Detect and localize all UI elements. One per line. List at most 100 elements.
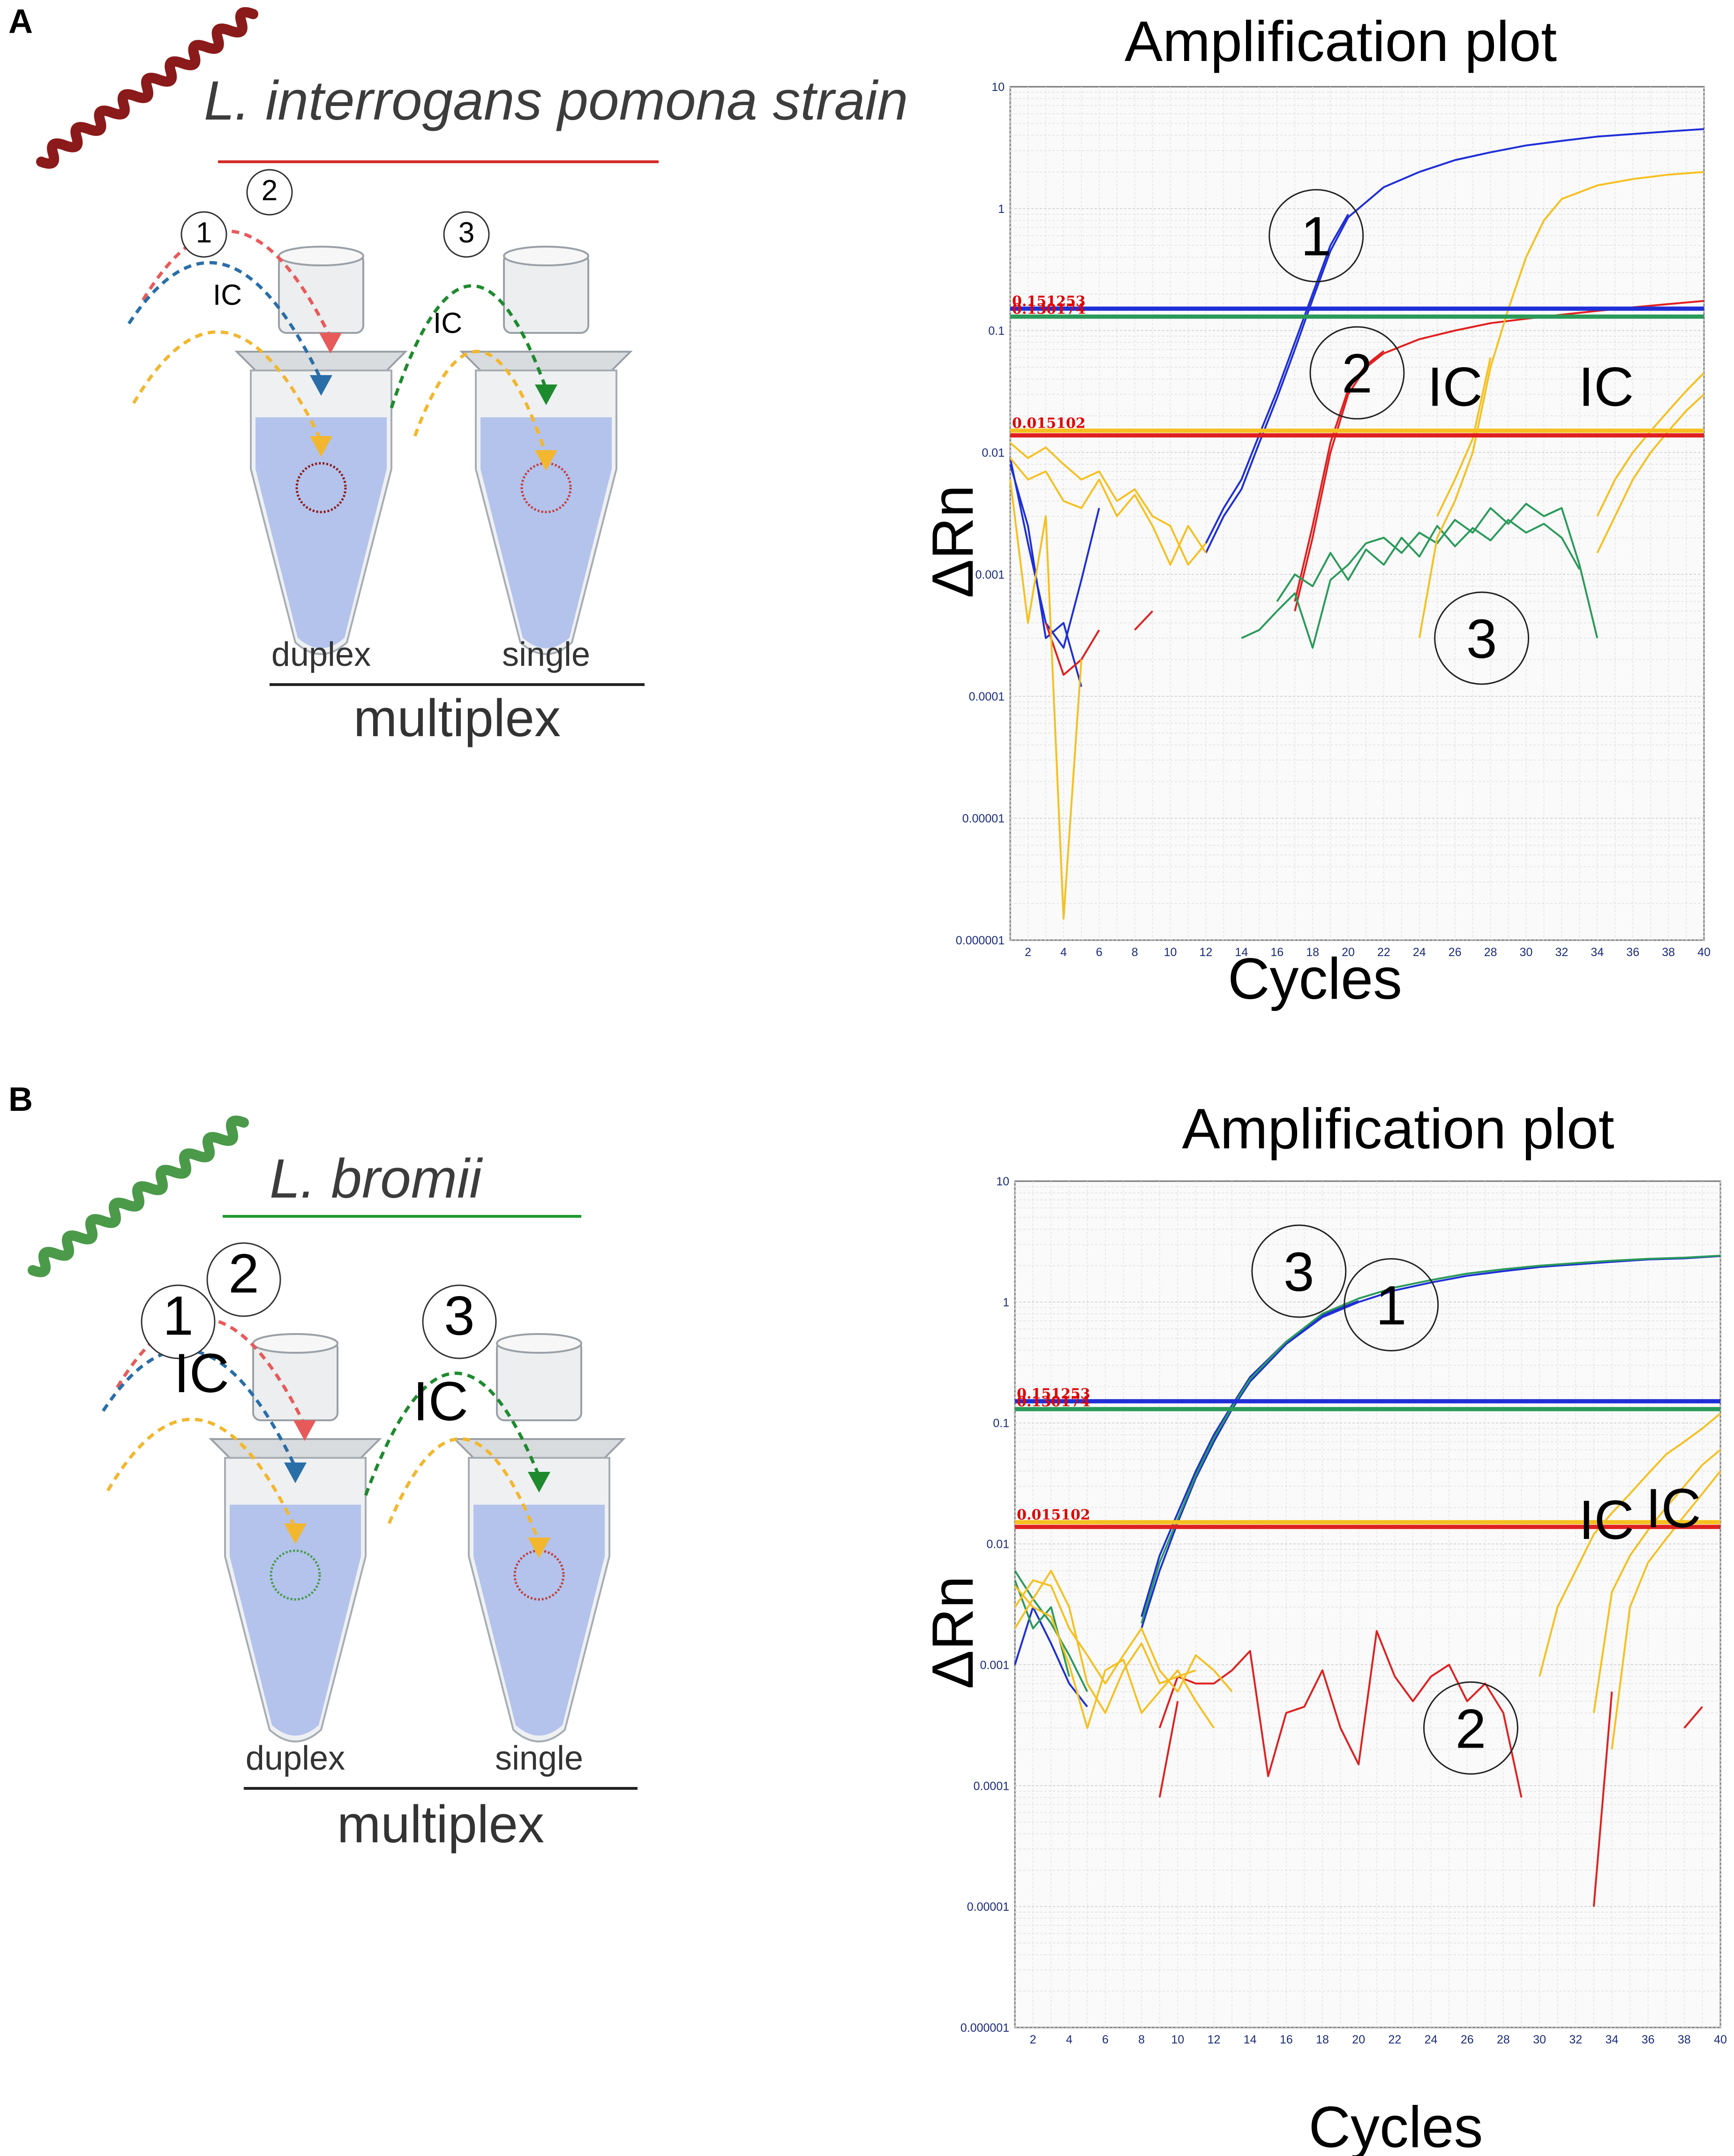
x-tick-label: 22 <box>1388 2033 1401 2046</box>
threshold-label: 0.130174 <box>1017 1394 1090 1410</box>
series-line <box>1592 1449 1721 1713</box>
dashed-arrow <box>132 330 323 442</box>
x-tick-label: 28 <box>1484 946 1497 959</box>
x-tick-label: 26 <box>1449 946 1462 959</box>
single-label: single <box>495 1740 583 1777</box>
y-tick-label: 0.000001 <box>961 2021 1009 2035</box>
single-tube-icon <box>452 1333 626 1742</box>
y-tick-label: 10 <box>991 81 1005 94</box>
arc-number: 3 <box>444 1285 475 1347</box>
arrowhead-icon <box>319 333 342 354</box>
series-line <box>1009 457 1207 566</box>
series-line <box>1539 1412 1721 1677</box>
spirochete-icon <box>36 7 258 169</box>
series-line <box>1205 128 1704 554</box>
x-tick-label: 14 <box>1235 946 1248 959</box>
arc-number: 1 <box>163 1285 194 1347</box>
x-tick-label: 30 <box>1520 946 1533 959</box>
duplex-label: duplex <box>246 1740 345 1777</box>
dna-plasmid-icon <box>270 1549 321 1601</box>
threshold-label: 0.151253 <box>1017 1386 1090 1402</box>
dna-plasmid-icon <box>295 462 347 513</box>
series-line <box>1683 1706 1703 1729</box>
x-tick-label: 38 <box>1678 2033 1691 2046</box>
arrowhead-icon <box>284 1462 307 1483</box>
series-line <box>1418 171 1704 639</box>
arc-ic-label: IC <box>213 279 242 311</box>
x-tick-label: 12 <box>1200 946 1213 959</box>
x-tick-label: 36 <box>1626 946 1639 959</box>
x-tick-label: 10 <box>1164 946 1177 959</box>
x-tick-label: 40 <box>1697 946 1711 959</box>
threshold-label: 0.151253 <box>1012 293 1086 309</box>
organism-name: L. interrogans pomona strain <box>204 70 908 132</box>
arc-number: 3 <box>458 217 474 249</box>
x-tick-label: 2 <box>1030 2033 1036 2046</box>
callout-label: 1 <box>1376 1275 1407 1337</box>
y-tick-label: 0.00001 <box>967 1900 1009 1914</box>
series-line <box>1592 1691 1613 1907</box>
callout-label: 2 <box>1456 1698 1486 1760</box>
series-line <box>1158 1701 1179 1798</box>
callout-circle <box>1251 1224 1347 1318</box>
tube-cap-rim <box>252 1333 338 1354</box>
x-tick-label: 32 <box>1569 2033 1582 2046</box>
dna-plasmid-icon <box>520 462 572 513</box>
callout-circle <box>1423 1681 1518 1775</box>
organism-name: L. bromii <box>270 1148 483 1210</box>
dashed-arrow <box>142 229 332 339</box>
x-axis-label: Cycles <box>1308 2095 1483 2156</box>
y-axis-label: ΔRn <box>921 1576 985 1689</box>
series-line <box>1611 1470 1721 1749</box>
y-tick-label: 10 <box>996 1175 1009 1188</box>
tube-liquid <box>230 1505 361 1736</box>
callout-label: IC <box>1646 1478 1701 1539</box>
callout-label: 3 <box>1284 1241 1314 1303</box>
arc-ic-label: IC <box>174 1342 229 1404</box>
series-line <box>1014 1606 1088 1708</box>
panel-letter: B <box>8 1081 33 1118</box>
plot-area <box>1009 86 1705 941</box>
x-tick-label: 10 <box>1171 2033 1184 2046</box>
single-label: single <box>502 636 590 673</box>
x-tick-label: 4 <box>1060 946 1067 959</box>
dna-plasmid-icon <box>513 1549 565 1601</box>
x-tick-label: 20 <box>1342 946 1355 959</box>
number-circle <box>206 1242 281 1317</box>
dashed-arrow <box>413 350 548 456</box>
y-tick-label: 0.01 <box>986 1538 1009 1551</box>
series-line <box>1014 1569 1196 1714</box>
duplex-label: duplex <box>271 636 371 673</box>
callout-label: IC <box>1579 1489 1634 1551</box>
series-line <box>1134 610 1154 631</box>
tube-cap-rim <box>278 246 364 266</box>
threshold-label: 0.015102 <box>1017 1507 1090 1523</box>
series-line <box>1009 442 1207 566</box>
y-tick-label: 0.1 <box>993 1417 1009 1430</box>
x-tick-label: 28 <box>1497 2033 1510 2046</box>
callout-label: 3 <box>1466 608 1497 670</box>
x-tick-label: 36 <box>1642 2033 1655 2046</box>
plot-area <box>1014 1180 1721 2028</box>
y-tick-label: 0.001 <box>975 568 1005 581</box>
spirochete-icon <box>28 1116 249 1277</box>
callout-circle <box>1344 1258 1439 1352</box>
panel-letter: A <box>8 3 33 40</box>
series-line <box>1205 213 1349 544</box>
x-tick-label: 8 <box>1138 2033 1145 2046</box>
x-tick-label: 16 <box>1270 946 1284 959</box>
x-tick-label: 24 <box>1413 946 1426 959</box>
callout-label: 1 <box>1301 206 1332 268</box>
tube-cap-rim <box>503 246 589 266</box>
arrowhead-icon <box>528 1538 550 1558</box>
arc-ic-label: IC <box>413 1371 468 1432</box>
arrowhead-icon <box>293 1420 316 1441</box>
series-line <box>1141 1255 1721 1629</box>
callout-circle <box>1269 189 1364 283</box>
single-tube-icon <box>459 246 633 655</box>
x-tick-label: 18 <box>1316 2033 1329 2046</box>
series-line <box>1158 1630 1523 1798</box>
multiplex-label: multiplex <box>337 1795 544 1854</box>
tube-liquid <box>473 1505 605 1736</box>
y-tick-label: 0.0001 <box>969 690 1005 703</box>
